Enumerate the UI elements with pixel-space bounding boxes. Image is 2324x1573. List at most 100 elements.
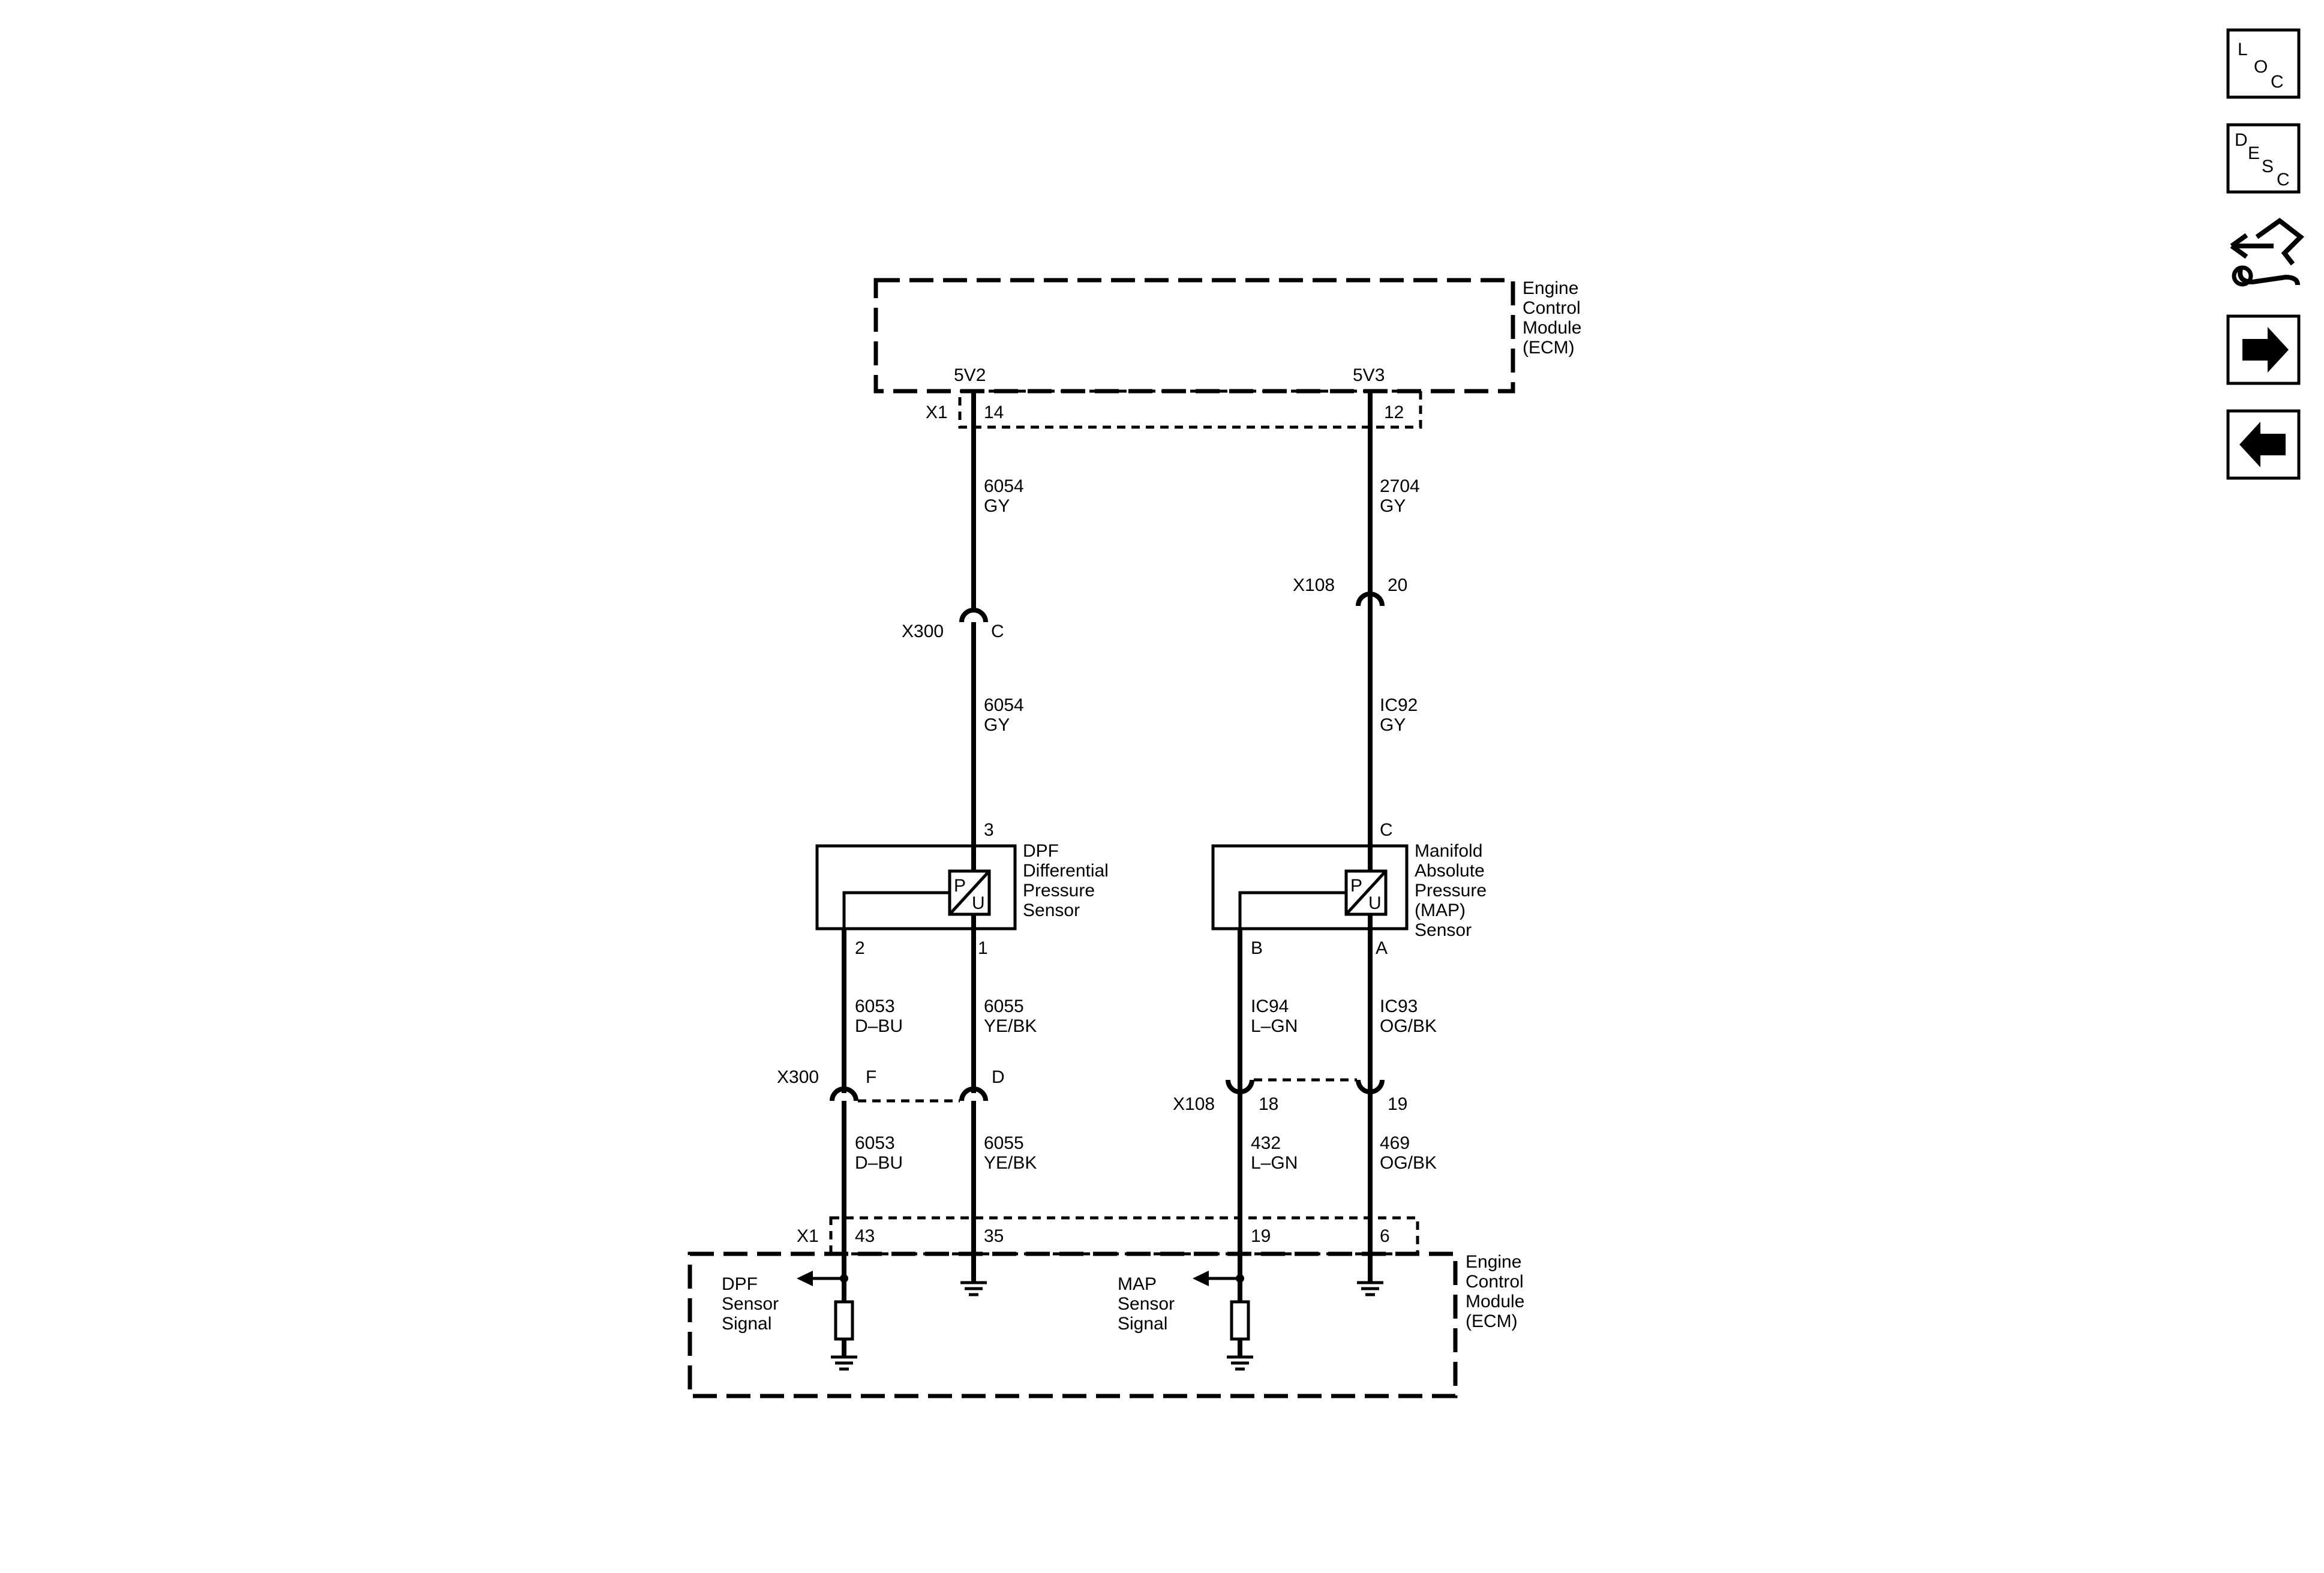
dpf-sensor-signal-trace: [842, 891, 950, 929]
ecm-bottom-name-2: Control: [1466, 1272, 1524, 1292]
loc-letter-l: L: [2238, 40, 2248, 59]
wire-2704-circuit: 2704 GY X108 20 IC92 GY: [1293, 391, 1420, 876]
wire-6053-upper-number: 6053: [855, 996, 895, 1016]
loc-letter-c: C: [2271, 72, 2284, 92]
wire-ic92-color: GY: [1380, 715, 1406, 735]
wire-6054-circuit: 6054 GY X300 C 6054 GY: [902, 391, 1024, 876]
previous-page-icon: [2239, 422, 2286, 467]
ecm-dpf-signal-label-1: DPF: [722, 1274, 758, 1294]
side-toolbar: L O C D E S C: [2226, 28, 2305, 480]
ecm-top-pin-12: 12: [1384, 403, 1404, 422]
map-sensor: C P U Manifold Absolute Pressure (MAP) S…: [1211, 820, 1487, 958]
ecm-dpf-ground-icon: [831, 1355, 857, 1371]
ecm-bottom-pin-19: 19: [1251, 1226, 1271, 1246]
ecm-bottom-connector-x1: [829, 1216, 1419, 1256]
component-views-icon[interactable]: [2230, 218, 2305, 287]
wire-2704-color: GY: [1380, 496, 1406, 516]
ecm-pin6-ground-icon: [1357, 1281, 1383, 1296]
ecm-dpf-pulldown-resistor: [834, 1300, 854, 1341]
loc-letter-o: O: [2254, 57, 2268, 77]
connector-x300-f-symbol: [830, 1086, 858, 1101]
ecm-bottom-name-4: (ECM): [1466, 1311, 1518, 1331]
wire-6053-upper-color: D–BU: [855, 1016, 903, 1036]
wire-ic92-number: IC92: [1380, 695, 1418, 715]
wire-6054-upper-color: GY: [984, 496, 1010, 516]
wire-6055-lower-color: YE/BK: [984, 1153, 1037, 1173]
ecm-pin35-ground-icon: [960, 1281, 987, 1296]
ecm-top-name-4: (ECM): [1523, 338, 1575, 358]
ecm-dpf-signal-arrow-icon: [797, 1271, 813, 1286]
ecm-map-signal-label-1: MAP: [1118, 1274, 1157, 1294]
ecm-dpf-signal-label-2: Sensor: [722, 1294, 779, 1314]
wire-6055-lower-number: 6055: [984, 1133, 1024, 1153]
ecm-bottom-dashed-box: [687, 1251, 1458, 1398]
desc-letter-e: E: [2248, 143, 2260, 163]
connector-x300-d-symbol: [959, 1086, 988, 1101]
connector-x300-c-pin-label: C: [991, 622, 1004, 641]
ecm-top-connector-x1: [958, 389, 1422, 429]
dpf-sensor-transducer-diagonal: [948, 870, 990, 915]
wire-ic94-number: IC94: [1251, 996, 1289, 1016]
dpf-sensor-pin-2: 2: [855, 938, 865, 958]
ecm-bottom-name-1: Engine: [1466, 1252, 1521, 1272]
wire-469-number: 469: [1380, 1133, 1410, 1153]
ecm-dpf-signal-label-3: Signal: [722, 1314, 771, 1334]
wire-6054-lower-color: GY: [984, 715, 1010, 735]
next-page-icon: [2242, 327, 2289, 373]
map-sensor-pin-a: A: [1376, 938, 1388, 958]
map-sensor-name-2: Absolute: [1415, 861, 1485, 881]
map-sensor-name-5: Sensor: [1415, 920, 1472, 940]
ecm-top-pin-14: 14: [984, 403, 1004, 422]
dpf-sensor-pin-3: 3: [984, 820, 994, 840]
wire-ic93-number: IC93: [1380, 996, 1418, 1016]
description-view-button[interactable]: D E S C: [2226, 123, 2301, 194]
connector-x108-20-pin: 20: [1388, 575, 1407, 595]
wire-ic94-color: L–GN: [1251, 1016, 1298, 1036]
wire-6054-lower-number: 6054: [984, 695, 1024, 715]
connector-x300-c-symbol: [959, 608, 988, 623]
ecm-map-ground-icon: [1227, 1355, 1253, 1371]
location-view-button[interactable]: L O C: [2226, 28, 2301, 99]
connector-x300-c-name: X300: [902, 622, 944, 641]
ecm-top-5v3-label: 5V3: [1353, 365, 1385, 385]
ecm-bottom-pin-35: 35: [984, 1226, 1004, 1246]
map-sensor-signal-trace: [1238, 891, 1346, 929]
ecm-bottom-pin-6: 6: [1380, 1226, 1390, 1246]
next-page-button[interactable]: [2226, 314, 2301, 385]
connector-x300-fd-name: X300: [777, 1067, 819, 1087]
ecm-top-name-2: Control: [1523, 298, 1581, 318]
ecm-map-signal-label-2: Sensor: [1118, 1294, 1175, 1314]
desc-letter-d: D: [2235, 130, 2248, 150]
wire-6055-upper-number: 6055: [984, 996, 1024, 1016]
wire-2704-number: 2704: [1380, 476, 1420, 496]
ecm-bottom-pin-43: 43: [855, 1226, 875, 1246]
ecm-map-signal-label-3: Signal: [1118, 1314, 1167, 1334]
dpf-sensor-name-1: DPF: [1023, 841, 1059, 861]
wire-432-number: 432: [1251, 1133, 1281, 1153]
connector-x300-d-pin: D: [992, 1067, 1005, 1087]
connector-x300-f-pin: F: [866, 1067, 876, 1087]
ecm-bottom-name-3: Module: [1466, 1292, 1524, 1311]
previous-page-button[interactable]: [2226, 409, 2301, 480]
desc-letter-s: S: [2262, 157, 2274, 176]
connector-x108-1819-name: X108: [1173, 1094, 1215, 1114]
ecm-bottom-module: X1 43 35 19 6 Engine Control Module (ECM…: [687, 1216, 1524, 1398]
map-sensor-transducer-diagonal: [1345, 870, 1387, 915]
dpf-sensor-name-3: Pressure: [1023, 881, 1095, 900]
desc-letter-c: C: [2277, 170, 2290, 190]
connector-x108-19-pin: 19: [1388, 1094, 1407, 1114]
map-sensor-pin-b: B: [1251, 938, 1263, 958]
wire-6055-upper-color: YE/BK: [984, 1016, 1037, 1036]
ecm-top-dashed-box: [873, 278, 1515, 394]
map-sensor-u: U: [1368, 893, 1382, 913]
ecm-bottom-connector-label: X1: [797, 1226, 819, 1246]
connector-x108-18-pin: 18: [1259, 1094, 1278, 1114]
dpf-sensor-name-4: Sensor: [1023, 900, 1080, 920]
connector-x108-20-symbol: [1356, 592, 1385, 607]
map-sensor-name-4: (MAP): [1415, 900, 1466, 920]
ecm-top-name-3: Module: [1523, 318, 1581, 338]
ecm-top-5v2-label: 5V2: [954, 365, 986, 385]
wire-469-color: OG/BK: [1380, 1153, 1437, 1173]
ecm-top-module: Engine Control Module (ECM) 5V2 5V3 X1 1…: [873, 278, 1581, 429]
